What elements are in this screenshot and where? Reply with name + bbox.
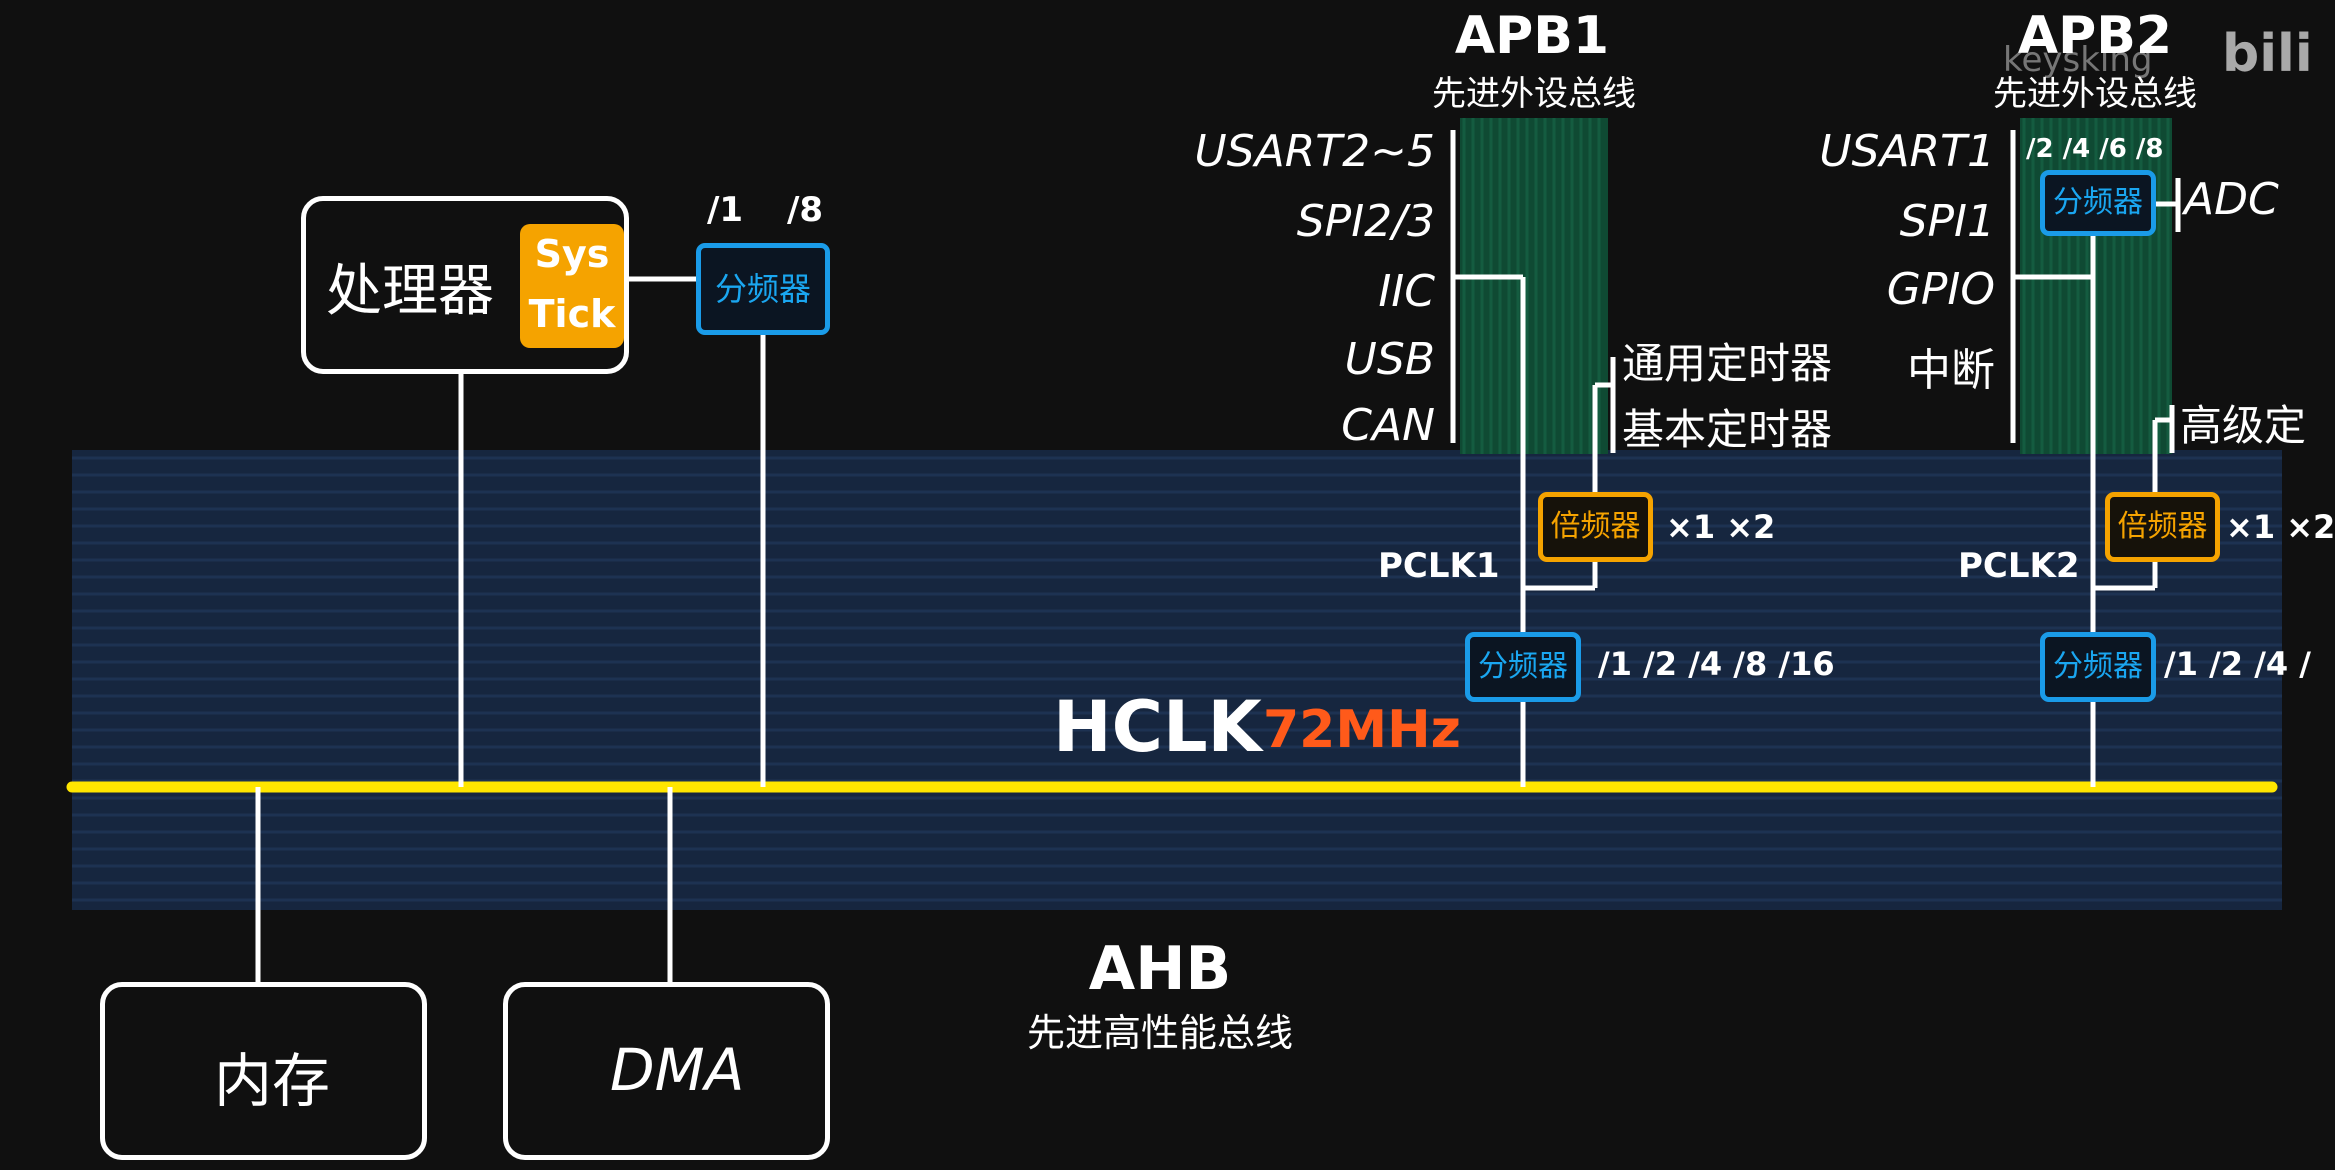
ahb-band-stripes [72, 456, 2282, 902]
systick-ratio-1: /1 [707, 190, 744, 230]
apb1-band-stripes [1462, 118, 1601, 454]
dma-label: DMA [610, 1036, 745, 1104]
apb2-title: APB2 [2017, 6, 2173, 66]
apb2-subtitle: 先进外设总线 [1993, 74, 2197, 114]
apb2-peripheral-gpio: GPIO [1886, 264, 1995, 315]
apb1-peripheral-usart: USART2~5 [1194, 126, 1435, 177]
watermark-brand: keysking [2003, 40, 2153, 80]
apb2-prescaler-ratios: /1 /2 /4 / [2164, 645, 2311, 683]
processor-box [301, 196, 629, 374]
memory-label: 内存 [214, 1047, 331, 1115]
systick-block: Sys Tick [520, 224, 624, 348]
apb1-prescaler-ratios: /1 /2 /4 /8 /16 [1598, 645, 1835, 683]
apb1-title: APB1 [1454, 6, 1610, 66]
ahb-subtitle: 先进高性能总线 [1026, 1011, 1293, 1055]
apb1-peripheral-can: CAN [1341, 400, 1435, 451]
ahb-title: AHB [1088, 934, 1232, 1004]
memory-box [100, 982, 427, 1160]
hclk-label: HCLK [1053, 686, 1262, 768]
apb1-peripheral-spi: SPI2/3 [1296, 196, 1435, 247]
processor-label: 处理器 [326, 259, 494, 324]
apb1-peripheral-iic: IIC [1378, 266, 1435, 317]
apb2-pclk: PCLK2 [1958, 546, 2080, 586]
apb1-band [1460, 118, 1608, 454]
systick-label-line1: Sys [534, 232, 610, 276]
apb1-timer-basic: 基本定时器 [1622, 405, 1833, 454]
systick-label-line2: Tick [528, 292, 616, 336]
systick-ratio-8: /8 [787, 190, 824, 230]
apb1-timer-general: 通用定时器 [1622, 339, 1833, 388]
apb1-peripheral-usb: USB [1344, 334, 1435, 385]
apb2-peripheral-interrupt: 中断 [1907, 345, 1995, 396]
apb2-adc-label: ADC [2184, 174, 2279, 225]
hclk-frequency: 72MHz [1263, 700, 1461, 760]
apb2-multiplier: 倍频器 [2105, 492, 2220, 562]
apb2-adc-prescaler: 分频器 [2040, 170, 2156, 236]
apb2-peripheral-usart: USART1 [1819, 126, 1995, 177]
apb2-timer-advanced: 高级定 [2180, 401, 2307, 450]
apb1-multiplier-ratios: ×1 ×2 [1666, 508, 1776, 546]
connectors [255, 130, 2181, 982]
apb1-pclk: PCLK1 [1378, 546, 1500, 586]
apb1-multiplier: 倍频器 [1538, 492, 1653, 562]
apb2-multiplier-ratios: ×1 ×2 [2226, 508, 2335, 546]
watermark-logo: bili [2222, 24, 2313, 84]
apb1-prescaler: 分频器 [1465, 632, 1581, 702]
systick-prescaler: 分频器 [696, 243, 830, 335]
dma-box [503, 982, 830, 1160]
apb2-adc-prescaler-ratios: /2 /4 /6 /8 [2026, 134, 2164, 164]
apb1-subtitle: 先进外设总线 [1432, 74, 1636, 114]
apb2-prescaler: 分频器 [2040, 632, 2156, 702]
apb2-peripheral-spi: SPI1 [1899, 196, 1995, 247]
